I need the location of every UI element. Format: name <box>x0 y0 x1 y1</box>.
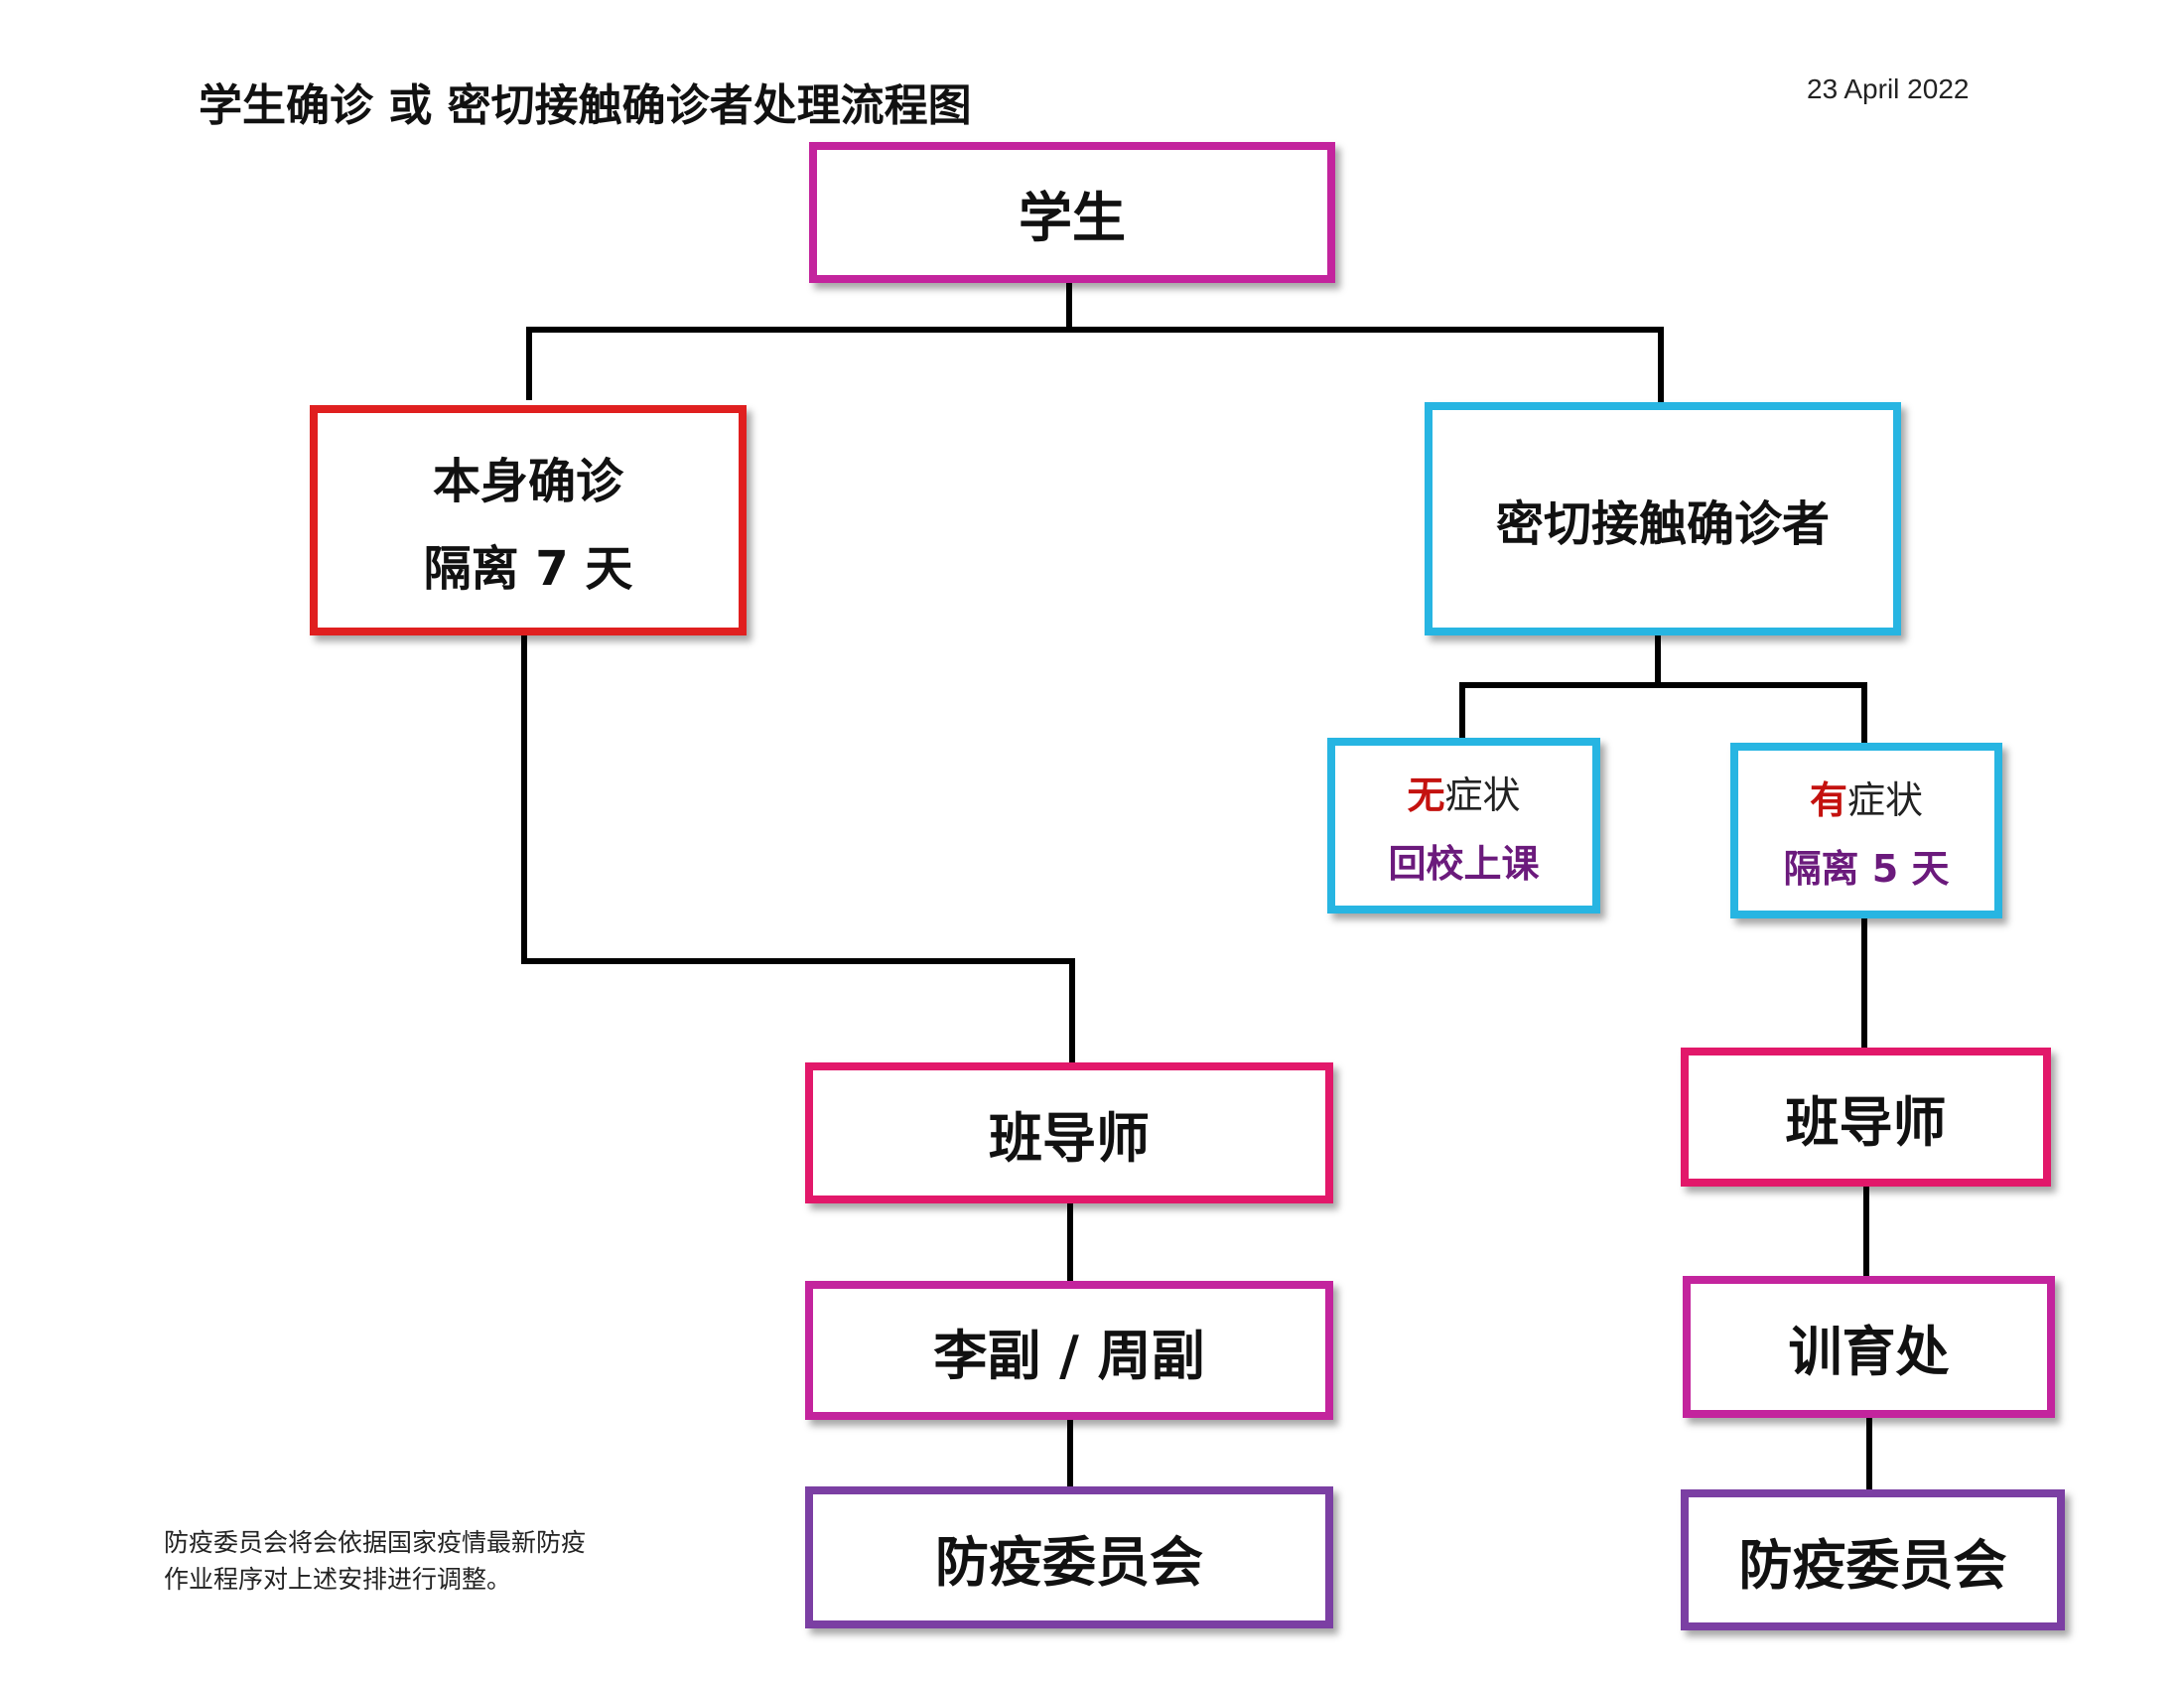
node-right-discipline: 训育处 <box>1683 1276 2055 1418</box>
node-confirmed-line1: 本身确诊 <box>432 454 623 509</box>
node-student: 学生 <box>809 142 1335 283</box>
node-left-vp: 李副 / 周副 <box>805 1281 1333 1420</box>
has-symptoms-prefix: 有 <box>1809 777 1847 822</box>
node-has-symptoms-action: 隔离 5 天 <box>1783 846 1950 891</box>
node-left-teacher-label: 班导师 <box>989 1106 1150 1170</box>
node-right-committee-label: 防疫委员会 <box>1738 1533 2007 1597</box>
node-right-discipline-label: 训育处 <box>1788 1321 1950 1383</box>
node-confirmed-line2: 隔离 7 天 <box>423 541 633 597</box>
connector-confirmed-to-teacher <box>521 633 1075 1065</box>
node-close-contact-label: 密切接触确诊者 <box>1495 495 1830 552</box>
node-left-committee: 防疫委员会 <box>805 1486 1333 1628</box>
has-symptoms-suffix: 症状 <box>1847 777 1924 822</box>
node-confirmed: 本身确诊 隔离 7 天 <box>310 405 747 635</box>
node-right-teacher-label: 班导师 <box>1785 1090 1947 1154</box>
no-symptoms-prefix: 无 <box>1407 773 1445 817</box>
date-label: 23 April 2022 <box>1807 73 1970 104</box>
node-no-symptoms: 无症状 回校上课 <box>1327 738 1600 914</box>
node-has-symptoms: 有症状 隔离 5 天 <box>1730 743 2002 918</box>
no-symptoms-suffix: 症状 <box>1444 773 1521 817</box>
node-right-teacher: 班导师 <box>1681 1048 2051 1187</box>
node-right-committee: 防疫委员会 <box>1681 1489 2065 1630</box>
node-has-symptoms-status: 有症状 <box>1810 770 1923 824</box>
node-student-label: 学生 <box>1019 186 1126 249</box>
node-left-teacher: 班导师 <box>805 1062 1333 1203</box>
page-title: 学生确诊 或 密切接触确诊者处理流程图 <box>199 80 972 131</box>
footnote: 防疫委员会将会依据国家疫情最新防疫 作业程序对上述安排进行调整。 <box>164 1524 586 1598</box>
node-no-symptoms-action: 回校上课 <box>1388 841 1540 886</box>
node-no-symptoms-status: 无症状 <box>1407 765 1520 819</box>
node-close-contact: 密切接触确诊者 <box>1425 402 1901 635</box>
node-left-vp-label: 李副 / 周副 <box>933 1324 1205 1387</box>
node-left-committee-label: 防疫委员会 <box>935 1531 1203 1594</box>
footnote-line2: 作业程序对上述安排进行调整。 <box>164 1565 512 1594</box>
footnote-line1: 防疫委员会将会依据国家疫情最新防疫 <box>164 1528 587 1557</box>
